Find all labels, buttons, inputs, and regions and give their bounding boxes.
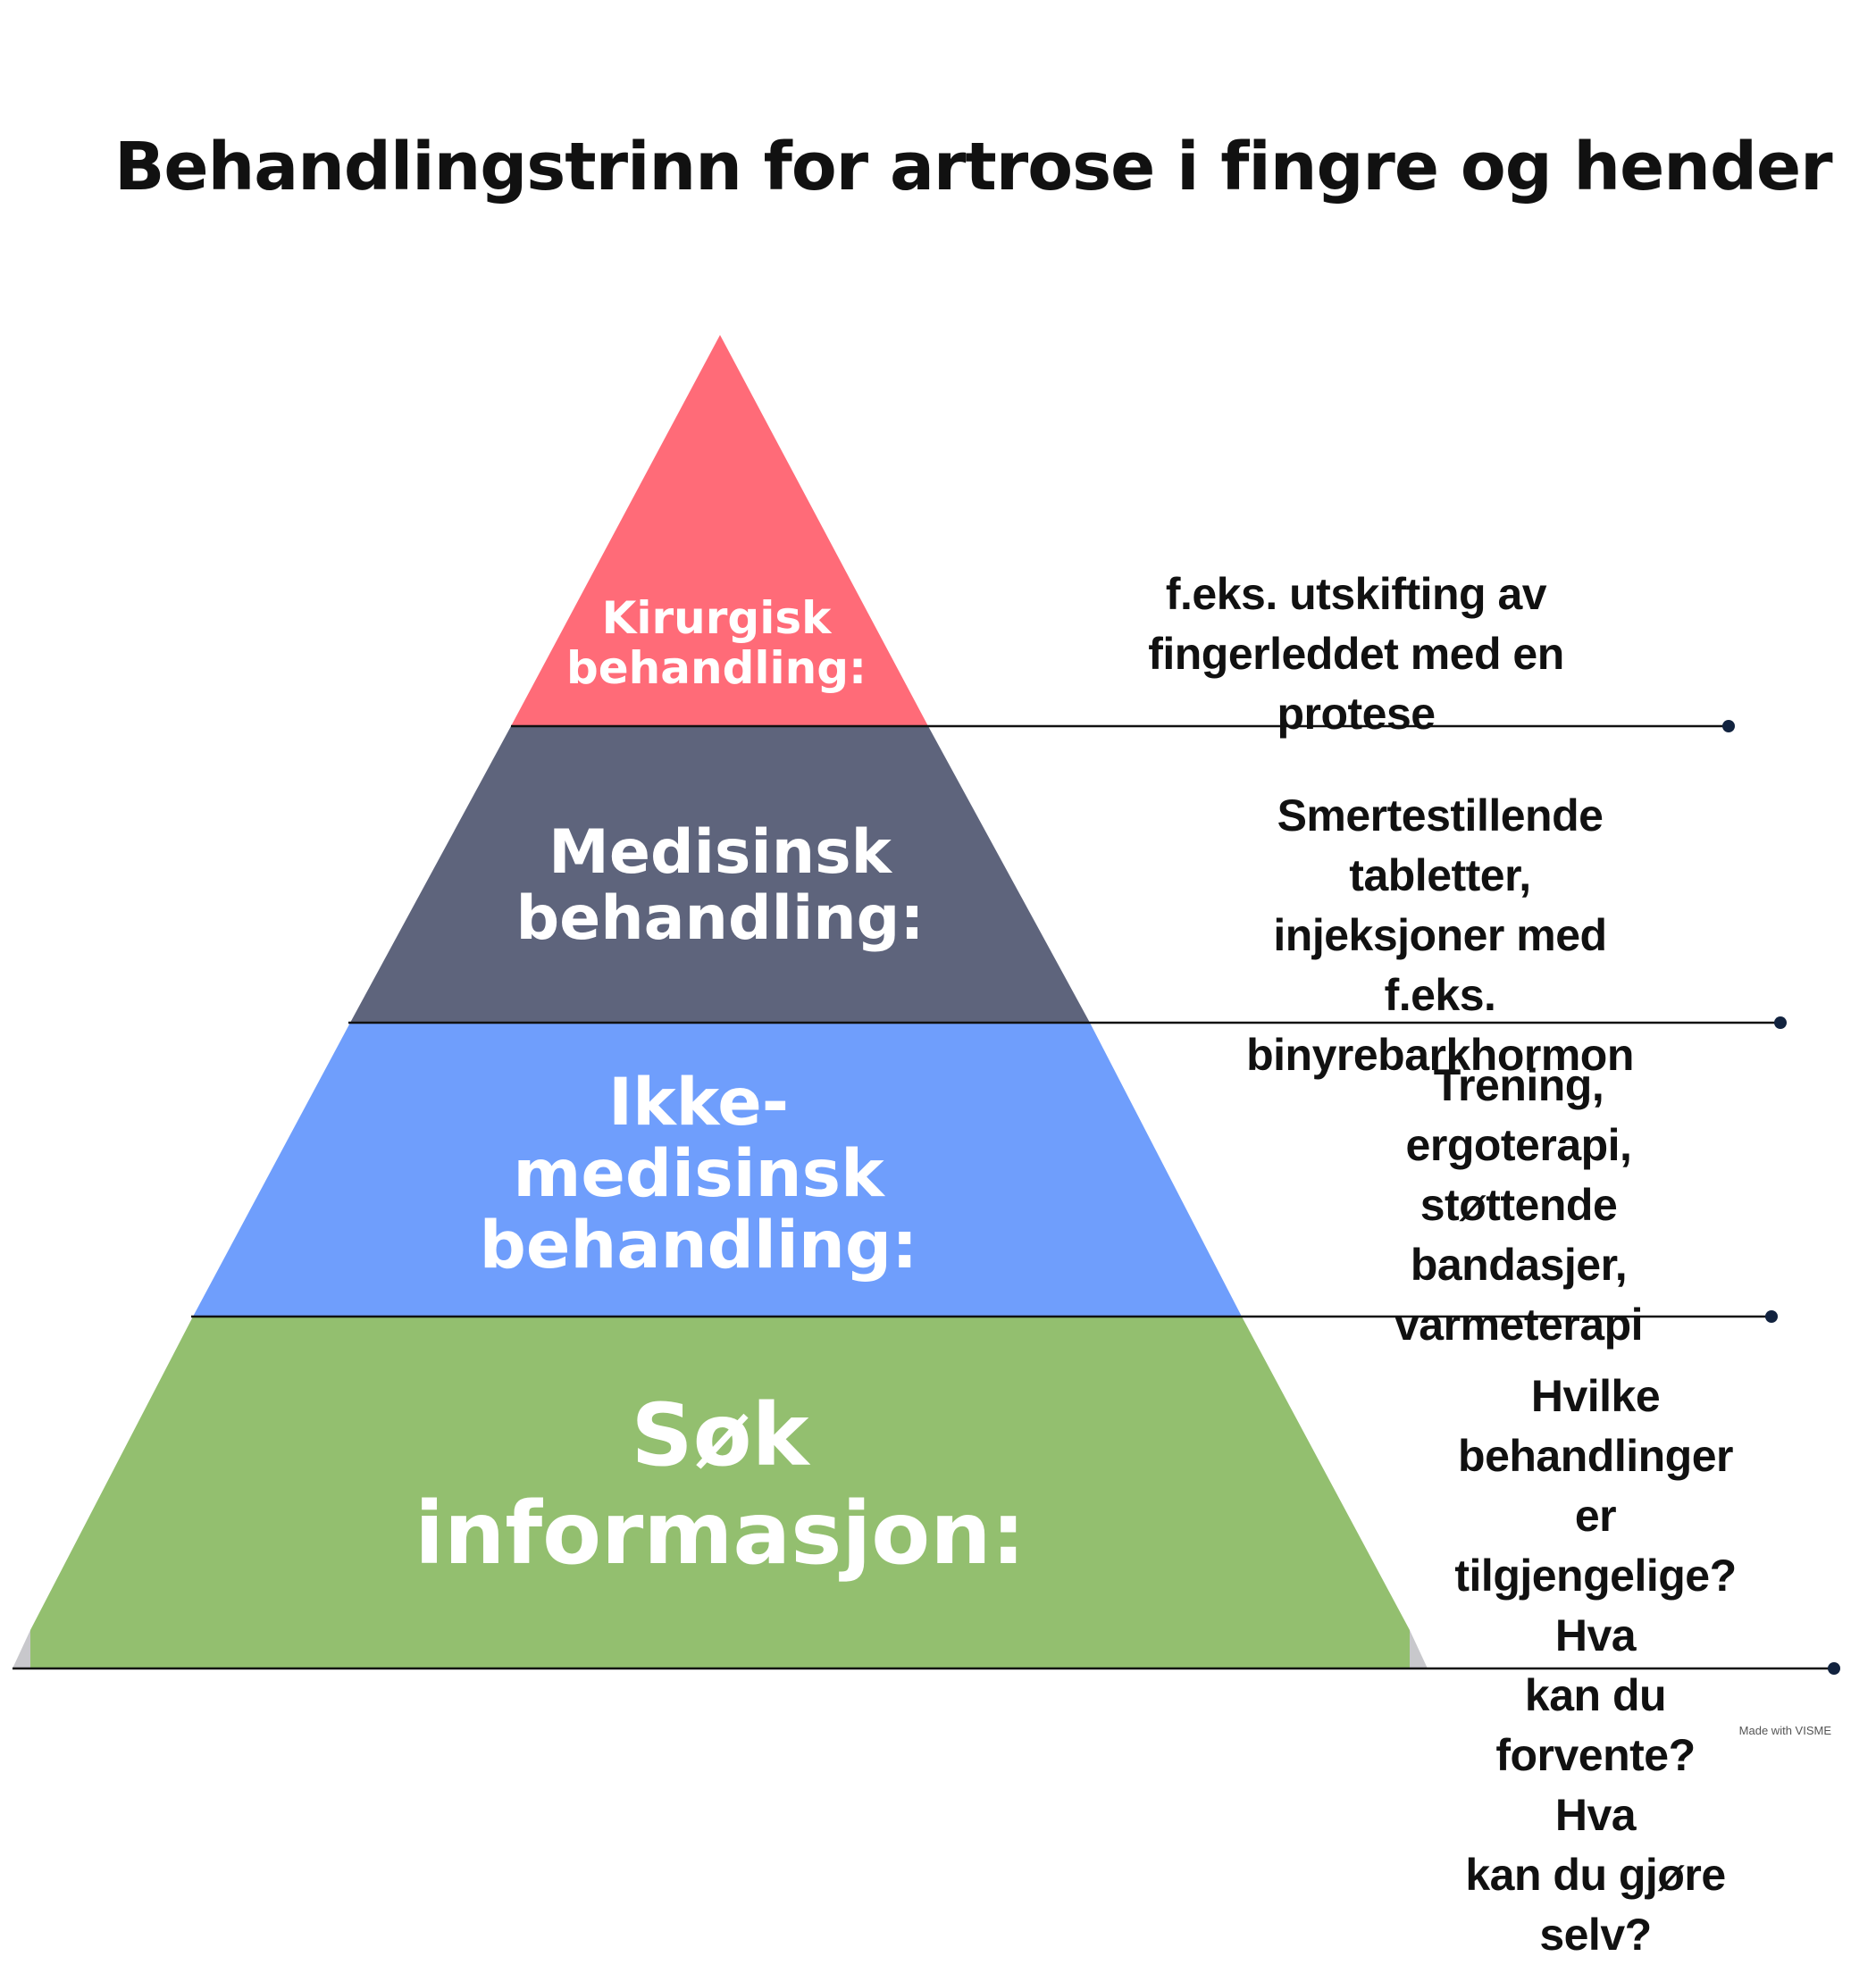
tier-description-kirurgisk: f.eks. utskifting av fingerleddet med en… — [1148, 569, 1564, 739]
tier-label-ikke-medisinsk: Ikke- medisinsk behandling: — [479, 1065, 918, 1284]
tier-label-medisinsk: Medisinsk behandling: — [515, 817, 925, 954]
tier-description-ikke-medisinsk: Trening, ergoterapi, støttende bandasjer… — [1394, 1060, 1644, 1350]
separator-dot-4 — [1828, 1662, 1840, 1675]
separator-dot-2 — [1774, 1016, 1787, 1029]
pyramid-diagram — [13, 335, 1840, 1675]
tier-band-medisinsk — [350, 726, 1090, 1023]
tier-band-kirurgisk — [511, 335, 928, 726]
tier-label-kirurgisk: Kirurgisk behandling: — [565, 592, 867, 694]
footer-credit: Made with VISME — [1738, 1724, 1831, 1737]
base-shadow-right — [1410, 1630, 1428, 1668]
base-shadow-left — [13, 1630, 30, 1668]
tier-band-ikke-medisinsk — [193, 1023, 1242, 1317]
separator-dot-3 — [1765, 1310, 1778, 1323]
tier-label-sok-informasjon: Søk informasjon: — [415, 1385, 1026, 1584]
page-title: Behandlingstrinn for artrose i fingre og… — [114, 129, 1833, 205]
separator-dot-1 — [1722, 720, 1735, 732]
tier-band-sok-informasjon — [30, 1317, 1410, 1668]
tier-description-sok-informasjon: Hvilke behandlinger er tilgjengelige? Hv… — [1454, 1371, 1737, 1960]
tier-description-medisinsk: Smertestillende tabletter, injeksjoner m… — [1246, 790, 1634, 1080]
